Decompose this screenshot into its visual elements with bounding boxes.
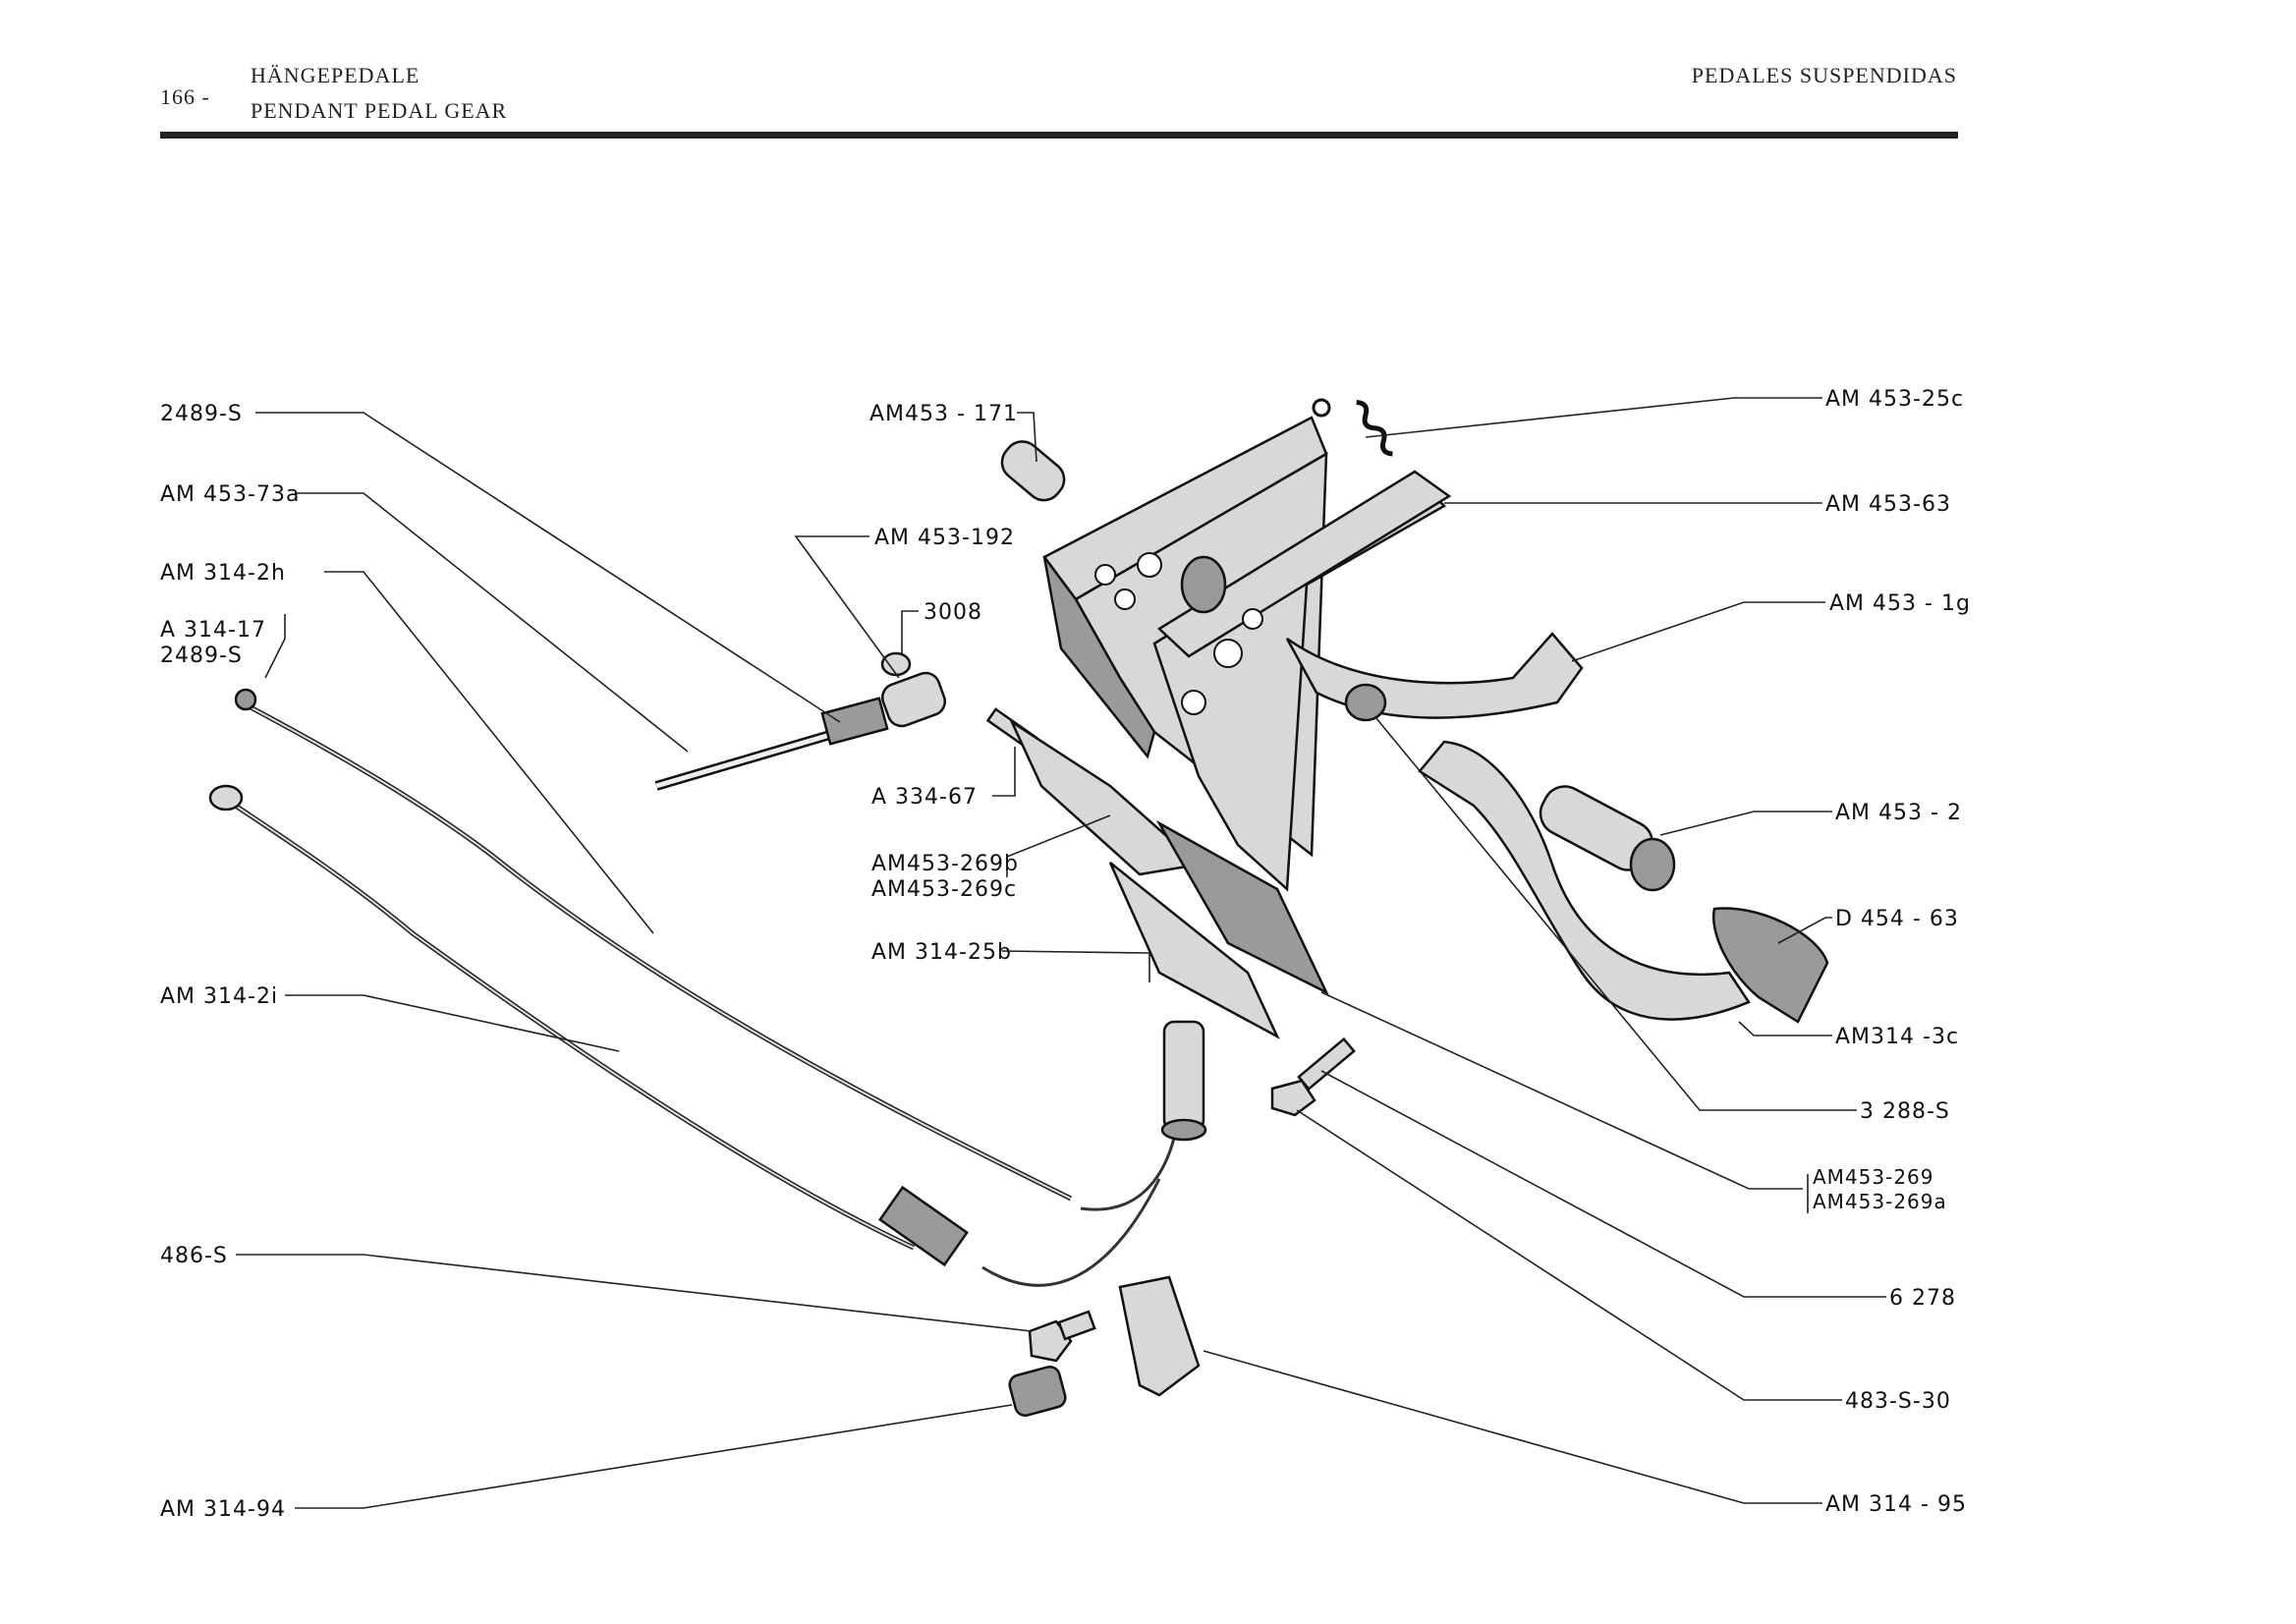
title-spanish: PEDALES SUSPENDIDAS — [1691, 63, 1957, 87]
clevis-am453-192 — [880, 671, 947, 728]
plate-am314-25b — [1108, 862, 1280, 1039]
label-am-314-2h: AM 314-2h — [160, 561, 286, 586]
pedal-bushing — [1344, 683, 1387, 722]
label-am-453-73a: AM 453-73a — [160, 482, 300, 507]
label-am-453-192: AM 453-192 — [874, 526, 1015, 550]
label-am-453-25c: AM 453-25c — [1825, 387, 1964, 412]
label-2489-s-b: 2489-S — [160, 644, 243, 668]
label-3008: 3008 — [924, 600, 982, 625]
label-am453-269b: AM453-269b — [871, 852, 1019, 876]
leader-lines — [236, 397, 1886, 1509]
part-labels: 2489-S AM 453-73a AM 314-2h A 314-17 248… — [160, 387, 1971, 1522]
pedal-arm-lower — [1418, 740, 1751, 1021]
pedal-pad-d454-63 — [1711, 907, 1829, 1024]
title-english: PENDANT PEDAL GEAR — [251, 98, 508, 123]
title-german: HÄNGEPEDALE — [251, 63, 420, 87]
label-486-s: 486-S — [160, 1244, 228, 1268]
label-am453-171: AM453 - 171 — [869, 402, 1018, 426]
bolt-6278 — [1297, 1036, 1356, 1092]
parts-illustration — [208, 398, 1829, 1418]
grommet-am314-94 — [1008, 1365, 1067, 1418]
cable-wire-lower — [981, 1178, 1161, 1287]
label-am-314-2i: AM 314-2i — [160, 984, 278, 1009]
label-3288-s: 3 288-S — [1860, 1099, 1950, 1124]
header-rule — [160, 132, 1958, 139]
label-am453-269: AM453-269 — [1813, 1165, 1934, 1189]
label-am314-3c: AM314 -3c — [1835, 1025, 1959, 1049]
label-a-334-67: A 334-67 — [871, 785, 978, 810]
label-am-314-25b: AM 314-25b — [871, 940, 1012, 965]
cable-clevis-fork — [1160, 1020, 1207, 1142]
pushrod — [654, 697, 889, 791]
plate-am453-269 — [1155, 819, 1329, 995]
label-d-454-63: D 454 - 63 — [1835, 907, 1959, 931]
pedal-bracket — [1042, 416, 1452, 892]
label-2489-s: 2489-S — [160, 402, 243, 426]
hex-bolt-483-s-30 — [1270, 1079, 1316, 1117]
cable-adjuster — [878, 1185, 969, 1267]
label-am-314-94: AM 314-94 — [160, 1497, 286, 1522]
label-483-s-30: 483-S-30 — [1845, 1389, 1951, 1414]
label-a-314-17: A 314-17 — [160, 618, 266, 643]
label-am453-269c: AM453-269c — [871, 877, 1017, 902]
clutch-cable-upper — [234, 688, 1073, 1202]
label-am-453-63: AM 453-63 — [1825, 492, 1951, 517]
washer-3008 — [880, 651, 912, 677]
pivot-pin-am453-2 — [1539, 785, 1676, 892]
label-6278: 6 278 — [1889, 1286, 1956, 1311]
clutch-cable-lower — [208, 784, 916, 1251]
plate-am453-269b — [1009, 718, 1202, 876]
label-am-453-1g: AM 453 - 1g — [1829, 591, 1971, 616]
shaft-am453-171 — [1000, 440, 1066, 502]
label-am453-269a: AM453-269a — [1813, 1190, 1947, 1213]
clip-am314-95 — [1118, 1275, 1201, 1397]
pedal-arm-upper — [1285, 632, 1584, 719]
page-number: 166 - — [160, 84, 210, 109]
bolt-486-s — [1028, 1310, 1096, 1363]
label-am-314-95: AM 314 - 95 — [1825, 1492, 1967, 1517]
return-spring — [1312, 398, 1393, 457]
label-am-453-2: AM 453 - 2 — [1835, 801, 1962, 825]
